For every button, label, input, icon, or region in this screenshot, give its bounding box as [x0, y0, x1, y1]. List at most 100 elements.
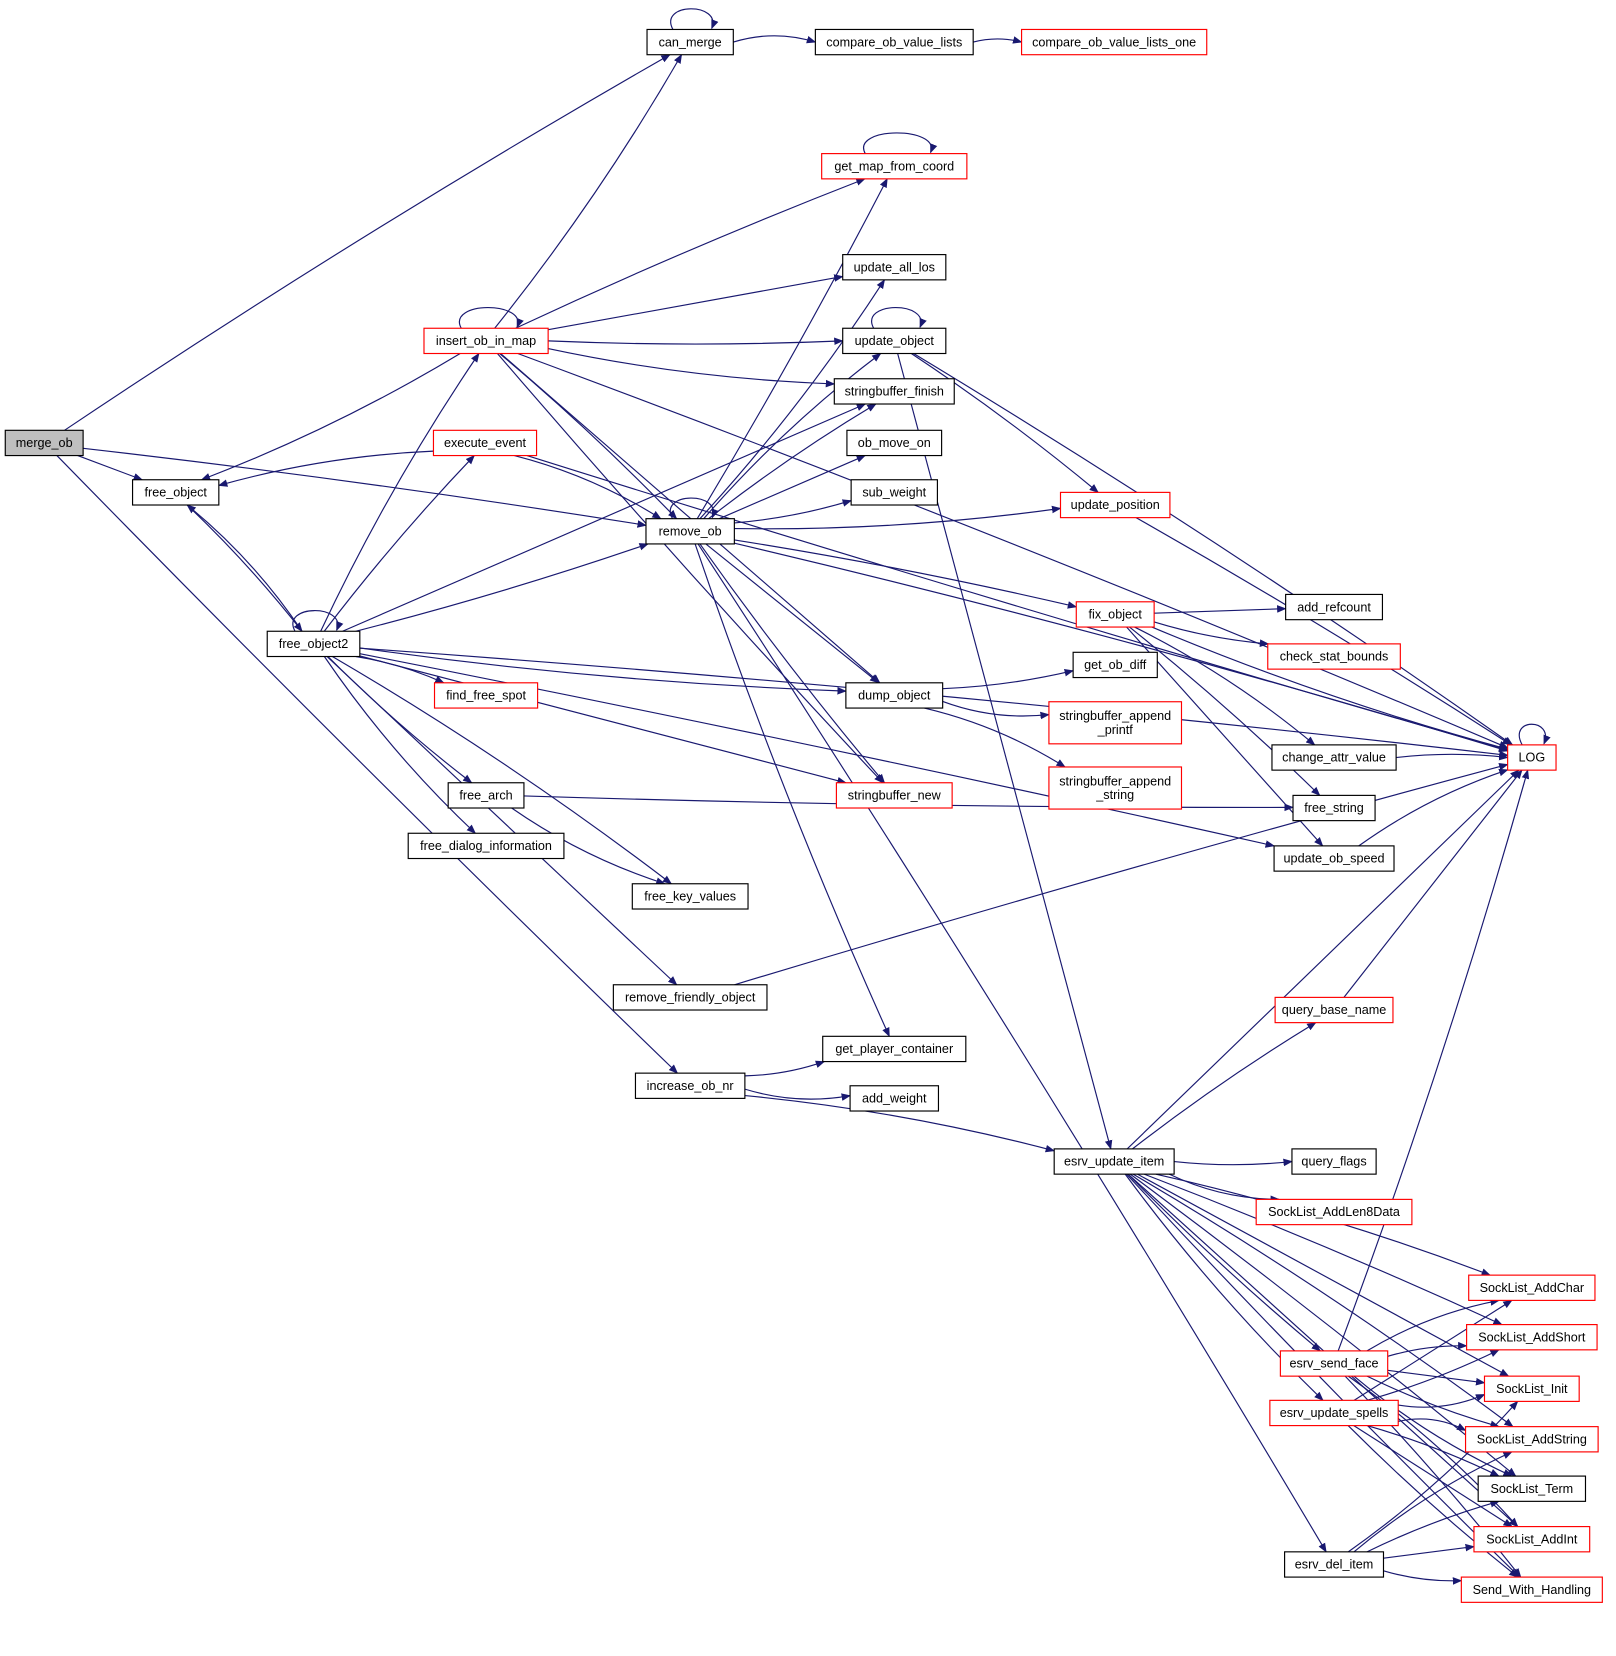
- node-box[interactable]: [1255, 1198, 1413, 1226]
- node-box[interactable]: [1473, 1526, 1591, 1553]
- node-box[interactable]: [1483, 1375, 1580, 1402]
- node-merge_ob[interactable]: merge_ob: [4, 429, 84, 457]
- node-stringbuffer_new[interactable]: stringbuffer_new: [835, 782, 953, 809]
- node-update_object[interactable]: update_object: [842, 327, 947, 355]
- node-box[interactable]: [433, 682, 539, 709]
- node-box[interactable]: [634, 1072, 746, 1099]
- node-SockList_AddInt[interactable]: SockList_AddInt: [1473, 1526, 1591, 1553]
- node-box[interactable]: [1284, 1551, 1385, 1578]
- node-box[interactable]: [842, 254, 947, 281]
- node-SockList_Init[interactable]: SockList_Init: [1483, 1375, 1580, 1402]
- node-query_base_name[interactable]: query_base_name: [1274, 996, 1394, 1024]
- node-compare_ob_value_lists_one[interactable]: compare_ob_value_lists_one: [1020, 28, 1208, 56]
- node-box[interactable]: [1271, 744, 1397, 771]
- node-SockList_AddShort[interactable]: SockList_AddShort: [1466, 1324, 1598, 1351]
- node-box[interactable]: [4, 429, 84, 457]
- node-free_object[interactable]: free_object: [131, 479, 220, 506]
- node-esrv_send_face[interactable]: esrv_send_face: [1279, 1350, 1389, 1377]
- node-box[interactable]: [131, 479, 220, 506]
- node-box[interactable]: [822, 1035, 967, 1063]
- node-stringbuffer_append_printf[interactable]: stringbuffer_append_printf: [1048, 701, 1183, 745]
- node-remove_ob[interactable]: remove_ob: [645, 518, 735, 545]
- node-box[interactable]: [645, 518, 735, 545]
- node-sub_weight[interactable]: sub_weight: [850, 479, 938, 506]
- node-box[interactable]: [1477, 1475, 1587, 1502]
- node-LOG[interactable]: LOG: [1507, 744, 1557, 771]
- node-box[interactable]: [1267, 643, 1401, 670]
- node-box[interactable]: [1269, 1399, 1399, 1427]
- node-box[interactable]: [266, 630, 361, 658]
- node-box[interactable]: [1460, 1576, 1603, 1603]
- node-box[interactable]: [432, 429, 538, 457]
- node-box[interactable]: [833, 378, 955, 405]
- node-find_free_spot[interactable]: find_free_spot: [433, 682, 539, 709]
- node-box[interactable]: [845, 682, 944, 709]
- node-box[interactable]: [1468, 1274, 1596, 1301]
- node-update_ob_speed[interactable]: update_ob_speed: [1273, 845, 1395, 872]
- node-free_string[interactable]: free_string: [1292, 794, 1376, 822]
- node-change_attr_value[interactable]: change_attr_value: [1271, 744, 1397, 771]
- node-free_object2[interactable]: free_object2: [266, 630, 361, 658]
- node-box[interactable]: [1291, 1148, 1377, 1175]
- node-box[interactable]: [1466, 1324, 1598, 1351]
- node-esrv_del_item[interactable]: esrv_del_item: [1284, 1551, 1385, 1578]
- node-box[interactable]: [849, 1085, 940, 1112]
- node-remove_friendly_object[interactable]: remove_friendly_object: [612, 984, 768, 1011]
- node-box[interactable]: [1507, 744, 1557, 771]
- node-box[interactable]: [842, 327, 947, 355]
- node-Send_With_Handling[interactable]: Send_With_Handling: [1460, 1576, 1603, 1603]
- node-box[interactable]: [1048, 701, 1183, 745]
- node-esrv_update_item[interactable]: esrv_update_item: [1053, 1148, 1175, 1175]
- node-update_position[interactable]: update_position: [1059, 491, 1171, 519]
- node-increase_ob_nr[interactable]: increase_ob_nr: [634, 1072, 746, 1099]
- node-box[interactable]: [1020, 28, 1208, 56]
- node-box[interactable]: [631, 883, 749, 910]
- node-box[interactable]: [407, 832, 565, 860]
- node-dump_object[interactable]: dump_object: [845, 682, 944, 709]
- node-box[interactable]: [1053, 1148, 1175, 1175]
- node-SockList_AddChar[interactable]: SockList_AddChar: [1468, 1274, 1596, 1301]
- node-stringbuffer_append_string[interactable]: stringbuffer_append_string: [1048, 766, 1183, 810]
- node-update_all_los[interactable]: update_all_los: [842, 254, 947, 281]
- node-box[interactable]: [1075, 601, 1155, 628]
- node-execute_event[interactable]: execute_event: [432, 429, 538, 457]
- node-get_ob_diff[interactable]: get_ob_diff: [1072, 651, 1158, 679]
- node-stringbuffer_finish[interactable]: stringbuffer_finish: [833, 378, 955, 405]
- node-free_dialog_information[interactable]: free_dialog_information: [407, 832, 565, 860]
- node-box[interactable]: [821, 153, 968, 180]
- node-box[interactable]: [1072, 651, 1158, 679]
- node-box[interactable]: [846, 429, 943, 457]
- node-get_map_from_coord[interactable]: get_map_from_coord: [821, 153, 968, 180]
- node-compare_ob_value_lists[interactable]: compare_ob_value_lists: [814, 28, 974, 56]
- node-ob_move_on[interactable]: ob_move_on: [846, 429, 943, 457]
- node-box[interactable]: [447, 782, 525, 809]
- node-box[interactable]: [646, 28, 734, 56]
- node-box[interactable]: [850, 479, 938, 506]
- node-add_weight[interactable]: add_weight: [849, 1085, 940, 1112]
- node-add_refcount[interactable]: add_refcount: [1285, 593, 1384, 621]
- node-box[interactable]: [1464, 1426, 1599, 1453]
- node-fix_object[interactable]: fix_object: [1075, 601, 1155, 628]
- node-box[interactable]: [814, 28, 974, 56]
- node-get_player_container[interactable]: get_player_container: [822, 1035, 967, 1063]
- node-box[interactable]: [423, 327, 549, 355]
- node-free_arch[interactable]: free_arch: [447, 782, 525, 809]
- node-can_merge[interactable]: can_merge: [646, 28, 734, 56]
- node-box[interactable]: [612, 984, 768, 1011]
- node-SockList_AddLen8Data[interactable]: SockList_AddLen8Data: [1255, 1198, 1413, 1226]
- node-esrv_update_spells[interactable]: esrv_update_spells: [1269, 1399, 1399, 1427]
- node-insert_ob_in_map[interactable]: insert_ob_in_map: [423, 327, 549, 355]
- node-box[interactable]: [1279, 1350, 1389, 1377]
- node-box[interactable]: [1285, 593, 1384, 621]
- node-query_flags[interactable]: query_flags: [1291, 1148, 1377, 1175]
- node-check_stat_bounds[interactable]: check_stat_bounds: [1267, 643, 1401, 670]
- node-free_key_values[interactable]: free_key_values: [631, 883, 749, 910]
- node-box[interactable]: [1273, 845, 1395, 872]
- node-SockList_AddString[interactable]: SockList_AddString: [1464, 1426, 1599, 1453]
- node-box[interactable]: [1274, 996, 1394, 1024]
- node-box[interactable]: [1292, 794, 1376, 822]
- node-box[interactable]: [1059, 491, 1171, 519]
- node-SockList_Term[interactable]: SockList_Term: [1477, 1475, 1587, 1502]
- node-box[interactable]: [1048, 766, 1183, 810]
- node-box[interactable]: [835, 782, 953, 809]
